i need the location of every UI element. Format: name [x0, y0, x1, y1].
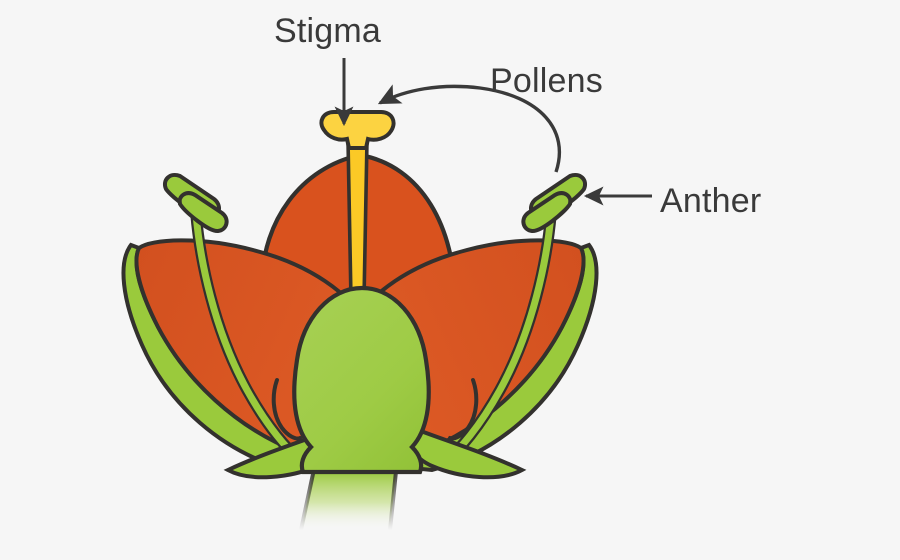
ovary-notch-left	[271, 378, 302, 441]
stigma	[319, 110, 396, 150]
flower-illustration	[121, 110, 599, 531]
anther-right-lobe	[521, 191, 573, 233]
label-stigma: Stigma	[274, 12, 381, 50]
annotation-layer: Stigma Pollens Anther	[274, 12, 761, 220]
ovary-notch-right	[448, 378, 479, 441]
pollens-pointer-arc	[377, 84, 562, 173]
filament-left-fill	[192, 210, 304, 464]
ovary	[292, 285, 431, 475]
label-anther: Anther	[660, 182, 761, 220]
anther-left-lobe	[177, 191, 229, 233]
filament-right-fill	[443, 210, 555, 464]
style	[346, 138, 369, 302]
label-pollens: Pollens	[490, 62, 603, 100]
